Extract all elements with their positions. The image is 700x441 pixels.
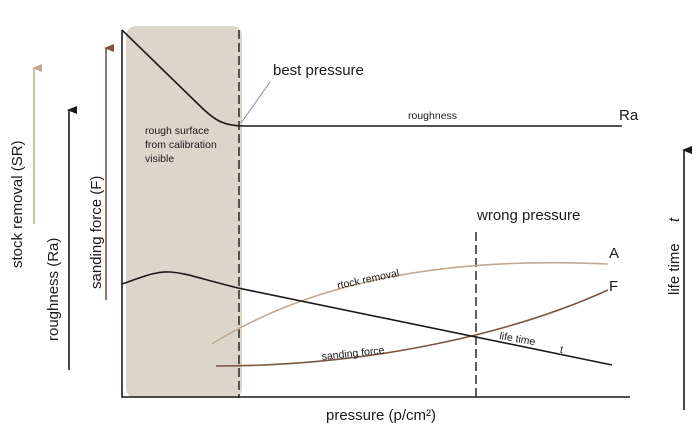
roughness-end-label: Ra	[619, 107, 639, 124]
sanding-force-axis-label: sanding force (F)	[88, 176, 105, 289]
stock-removal-curve	[211, 261, 609, 345]
rough-surface-note: rough surface from calibration visible	[145, 125, 220, 165]
roughness-curve-label: roughness	[408, 110, 457, 122]
life-time-curve	[121, 271, 613, 366]
roughness-axis-label: roughness (Ra)	[45, 238, 62, 341]
x-axis-label: pressure (p/cm²)	[326, 407, 436, 424]
life-time-axis-label: life time	[666, 243, 683, 295]
sanding-force-curve-label: sanding force	[321, 344, 385, 363]
sanding-force-end-label: F	[609, 278, 618, 295]
stock-removal-axis-label: stock removal (SR)	[9, 140, 26, 268]
rough-surface-region	[126, 26, 242, 398]
stock-removal-end-label: A	[609, 245, 619, 262]
stock-removal-curve-label: rtock removal	[336, 267, 400, 292]
main-axes	[121, 30, 630, 398]
best-pressure-pointer	[240, 81, 271, 124]
wrong-pressure-label: wrong pressure	[476, 207, 580, 224]
life-time-axis-symbol: t	[666, 217, 683, 222]
sanding-force-curve	[215, 289, 609, 367]
best-pressure-label: best pressure	[273, 62, 364, 79]
life-time-end-label: t	[560, 344, 564, 356]
roughness-curve	[121, 29, 622, 127]
